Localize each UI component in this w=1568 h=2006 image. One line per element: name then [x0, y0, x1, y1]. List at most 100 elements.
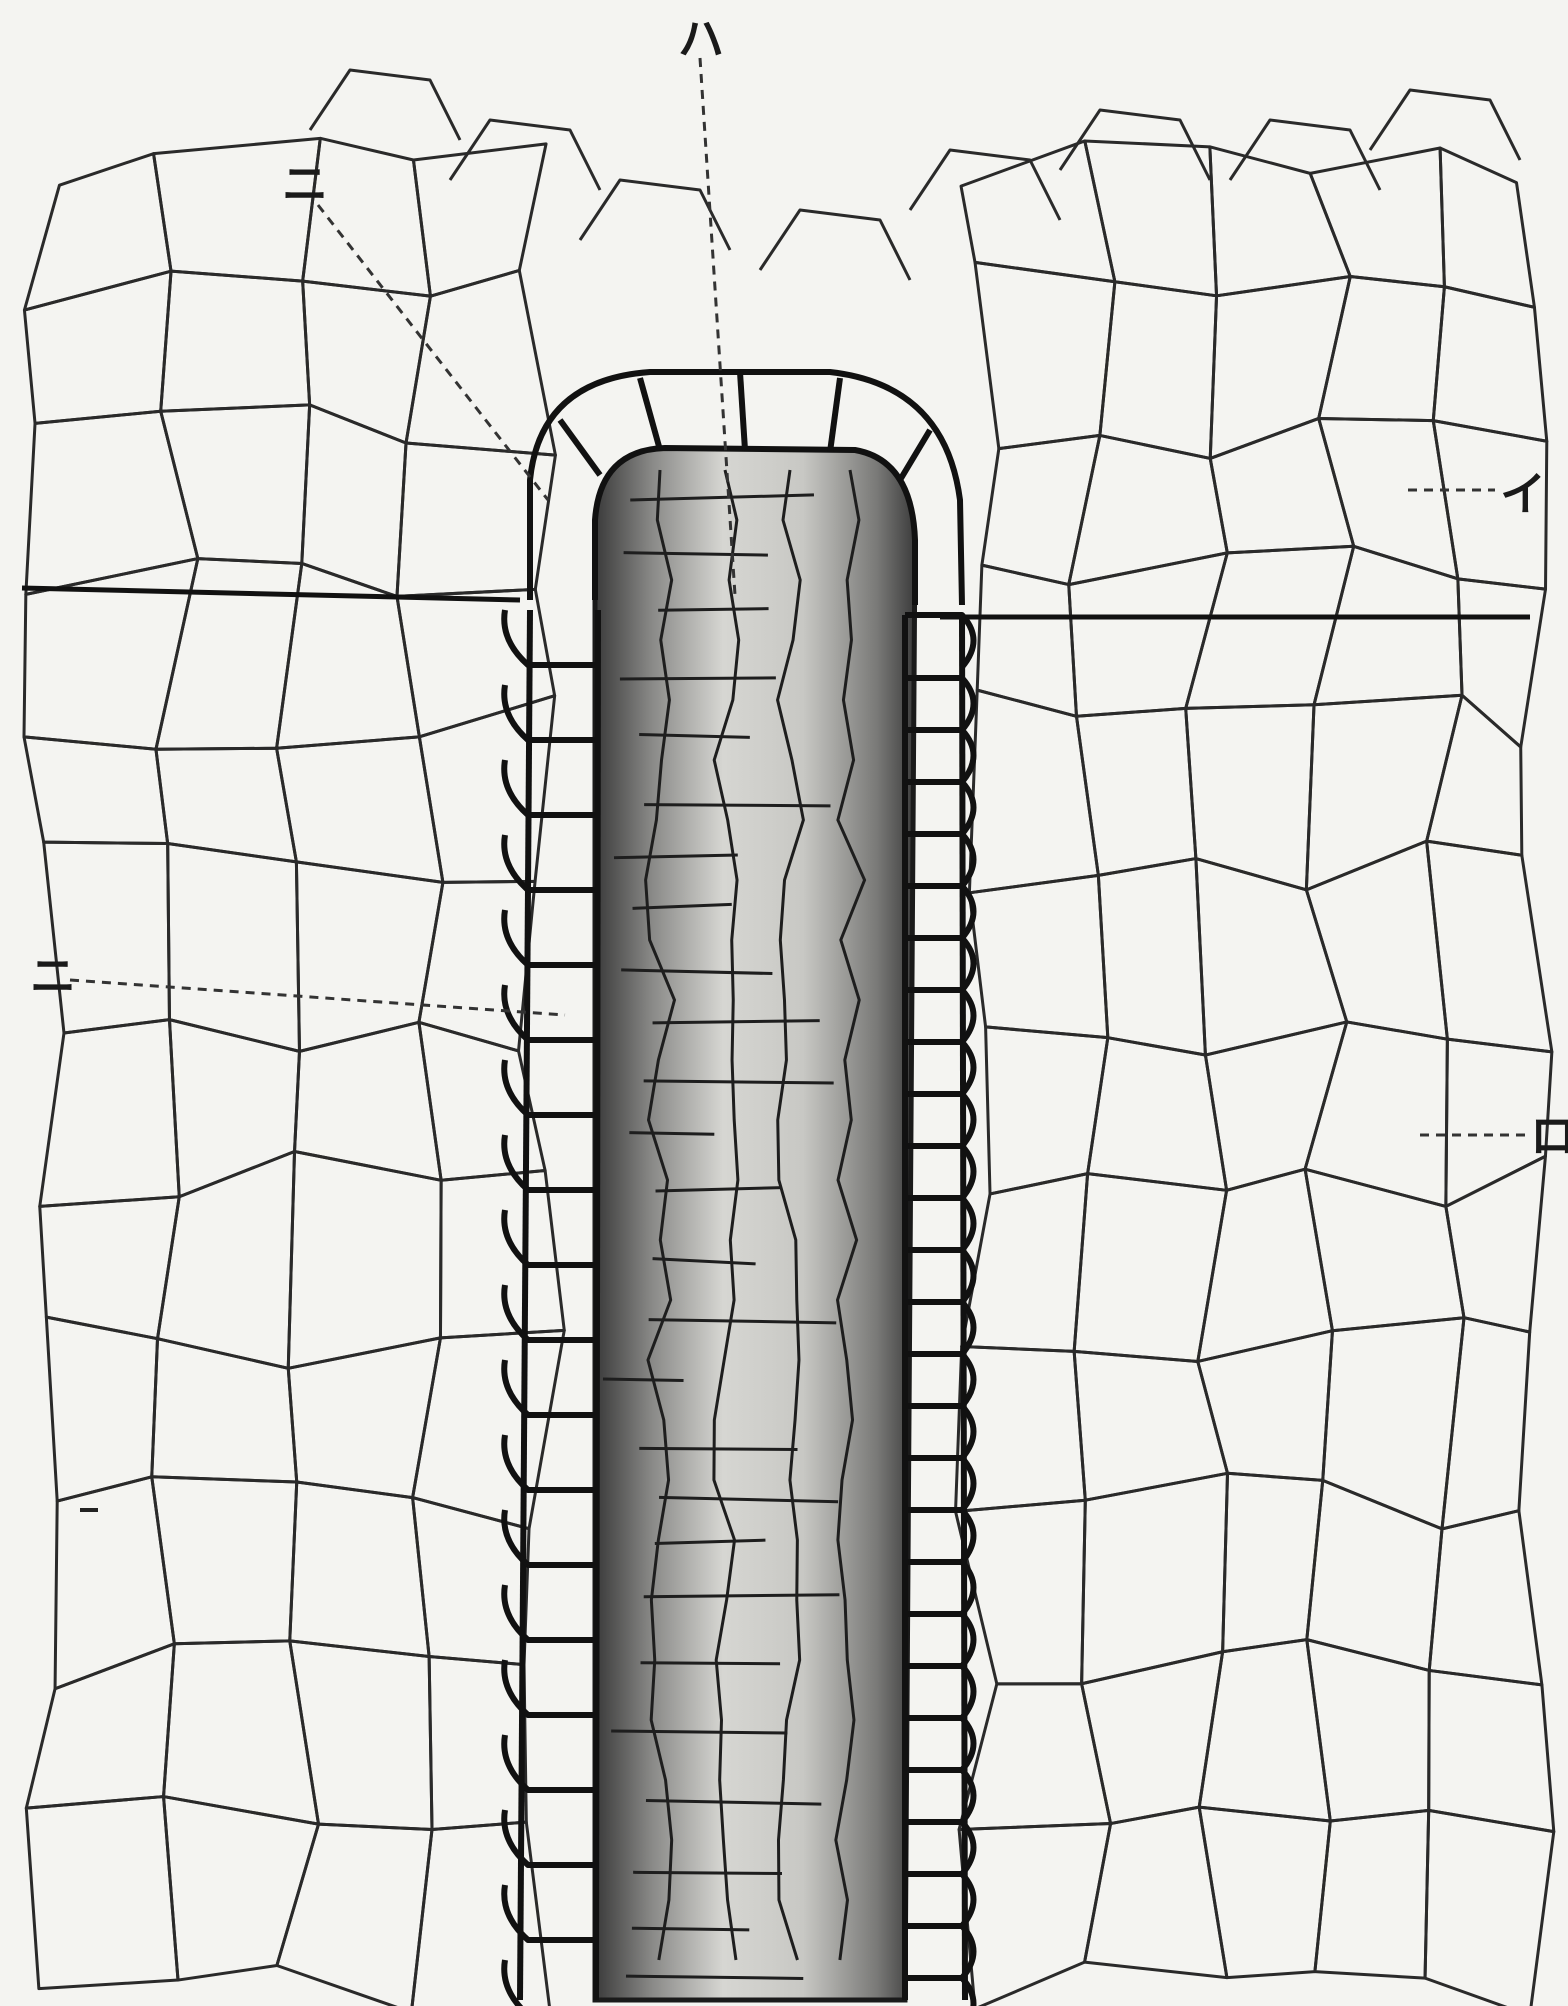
sheath-cell: [900, 430, 930, 480]
core-cell-wall: [611, 1731, 787, 1733]
label-ha: ハ: [678, 12, 724, 66]
parenchyma-cell: [1085, 141, 1217, 296]
parenchyma-cell: [1076, 708, 1195, 875]
parenchyma-cell: [290, 1482, 429, 1656]
parenchyma-cell: [1433, 287, 1547, 441]
parenchyma-cell: [24, 737, 168, 844]
parenchyma-cell: [24, 154, 171, 310]
parenchyma-cell: [24, 271, 171, 423]
parenchyma-cell: [1442, 1318, 1530, 1529]
parenchyma-cell: [419, 696, 554, 883]
parenchyma-cell: [1199, 1807, 1330, 1978]
label-ro: ロ: [1530, 1109, 1568, 1163]
sheath-cell: [560, 420, 600, 475]
sheath-cell: [504, 1585, 598, 1640]
parenchyma-cell: [277, 1824, 432, 2006]
parenchyma-cell: [1198, 1169, 1333, 1361]
label-ni-top: ニ: [282, 157, 328, 211]
parenchyma-cell: [1315, 1810, 1429, 1978]
sheath-cell: [830, 378, 840, 452]
sheath-cell: [504, 1435, 598, 1490]
parenchyma-cell: [26, 1644, 174, 1808]
parenchyma-cell: [413, 144, 546, 296]
parenchyma-cell: [1305, 1022, 1447, 1206]
parenchyma-cell: [413, 1498, 529, 1665]
sheath-cell: [504, 835, 598, 890]
parenchyma-cell: [1085, 1807, 1227, 1978]
sheath-cell: [640, 378, 660, 450]
parenchyma-cell: [969, 690, 1098, 893]
parenchyma-cell: [1429, 1511, 1542, 1685]
sheath-cell: [504, 1510, 598, 1565]
parenchyma-cell: [429, 1657, 526, 1830]
parenchyma-cell: [440, 1170, 564, 1337]
parenchyma-cell: [969, 875, 1107, 1037]
parenchyma-cell: [1440, 148, 1534, 307]
core-cell-wall: [641, 1663, 781, 1664]
parenchyma-cell: [406, 270, 555, 455]
parenchyma-cell: [1210, 418, 1353, 552]
sheath-cell: [740, 372, 745, 450]
parenchyma-cell: [168, 844, 300, 1052]
parenchyma-cell: [26, 1797, 178, 1989]
parenchyma-cell: [1458, 579, 1546, 747]
parenchyma-cell: [46, 1317, 157, 1501]
sheath-cell: [504, 760, 598, 815]
sheath-cell: [504, 910, 598, 965]
parenchyma-cell: [1319, 276, 1445, 420]
parenchyma-cell: [152, 1339, 297, 1482]
parenchyma-cell: [961, 141, 1115, 282]
parenchyma-cell: [1425, 1810, 1554, 2006]
parenchyma-cell: [1427, 695, 1522, 855]
parenchyma-cell: [1446, 1156, 1546, 1332]
parenchyma-cell: [1082, 1473, 1228, 1683]
parenchyma-cell: [277, 737, 443, 883]
parenchyma-cell: [760, 210, 910, 280]
central-cylinder: [595, 448, 915, 2000]
parenchyma-cell: [1098, 859, 1205, 1055]
parenchyma-cell: [1306, 841, 1447, 1039]
parenchyma-cell: [288, 1152, 441, 1369]
sheath-cell: [504, 1660, 598, 1715]
core-cell-wall: [629, 1133, 714, 1135]
parenchyma-cell: [1307, 1480, 1442, 1670]
core-cell-wall: [639, 1448, 797, 1449]
parenchyma-cell: [161, 405, 310, 564]
core-cell-wall: [644, 1595, 840, 1597]
parenchyma-cell: [1305, 1169, 1464, 1331]
sheath-cell: [504, 1735, 598, 1790]
core-cell-wall: [632, 1928, 749, 1930]
parenchyma-cell: [959, 1684, 1110, 1830]
parenchyma-cell: [26, 411, 198, 594]
parenchyma-cell: [1310, 148, 1444, 287]
parenchyma-cell: [40, 1020, 180, 1207]
core-cell-wall: [620, 678, 776, 679]
parenchyma-cell: [1100, 282, 1217, 459]
label-i: イ: [1500, 467, 1546, 521]
parenchyma-cell: [910, 150, 1060, 220]
sheath-cell: [504, 610, 598, 665]
parenchyma-cell: [411, 1822, 550, 2006]
parenchyma-cell: [1323, 1318, 1464, 1529]
parenchyma-cell: [1069, 553, 1228, 716]
parenchyma-cell: [1230, 120, 1380, 190]
core-cell-wall: [644, 805, 830, 806]
core-cell-wall: [603, 1379, 684, 1380]
parenchyma-cell: [975, 262, 1115, 448]
parenchyma-cell: [1069, 435, 1228, 584]
parenchyma-cell: [1307, 1640, 1429, 1821]
label-ni-left: ニ: [30, 949, 76, 1003]
parenchyma-cell: [959, 1824, 1110, 2006]
parenchyma-cell: [450, 120, 600, 190]
parenchyma-cell: [164, 1797, 319, 1980]
parenchyma-cell: [1205, 1022, 1346, 1190]
parenchyma-cell: [152, 1477, 297, 1644]
parenchyma-cell: [44, 842, 170, 1033]
parenchyma-cell: [1429, 1670, 1554, 1831]
parenchyma-cell: [40, 1197, 180, 1339]
parenchyma-cell: [1314, 546, 1462, 704]
parenchyma-cell: [1427, 841, 1552, 1052]
parenchyma-cell: [982, 435, 1100, 584]
core-cell-wall: [633, 1872, 782, 1873]
